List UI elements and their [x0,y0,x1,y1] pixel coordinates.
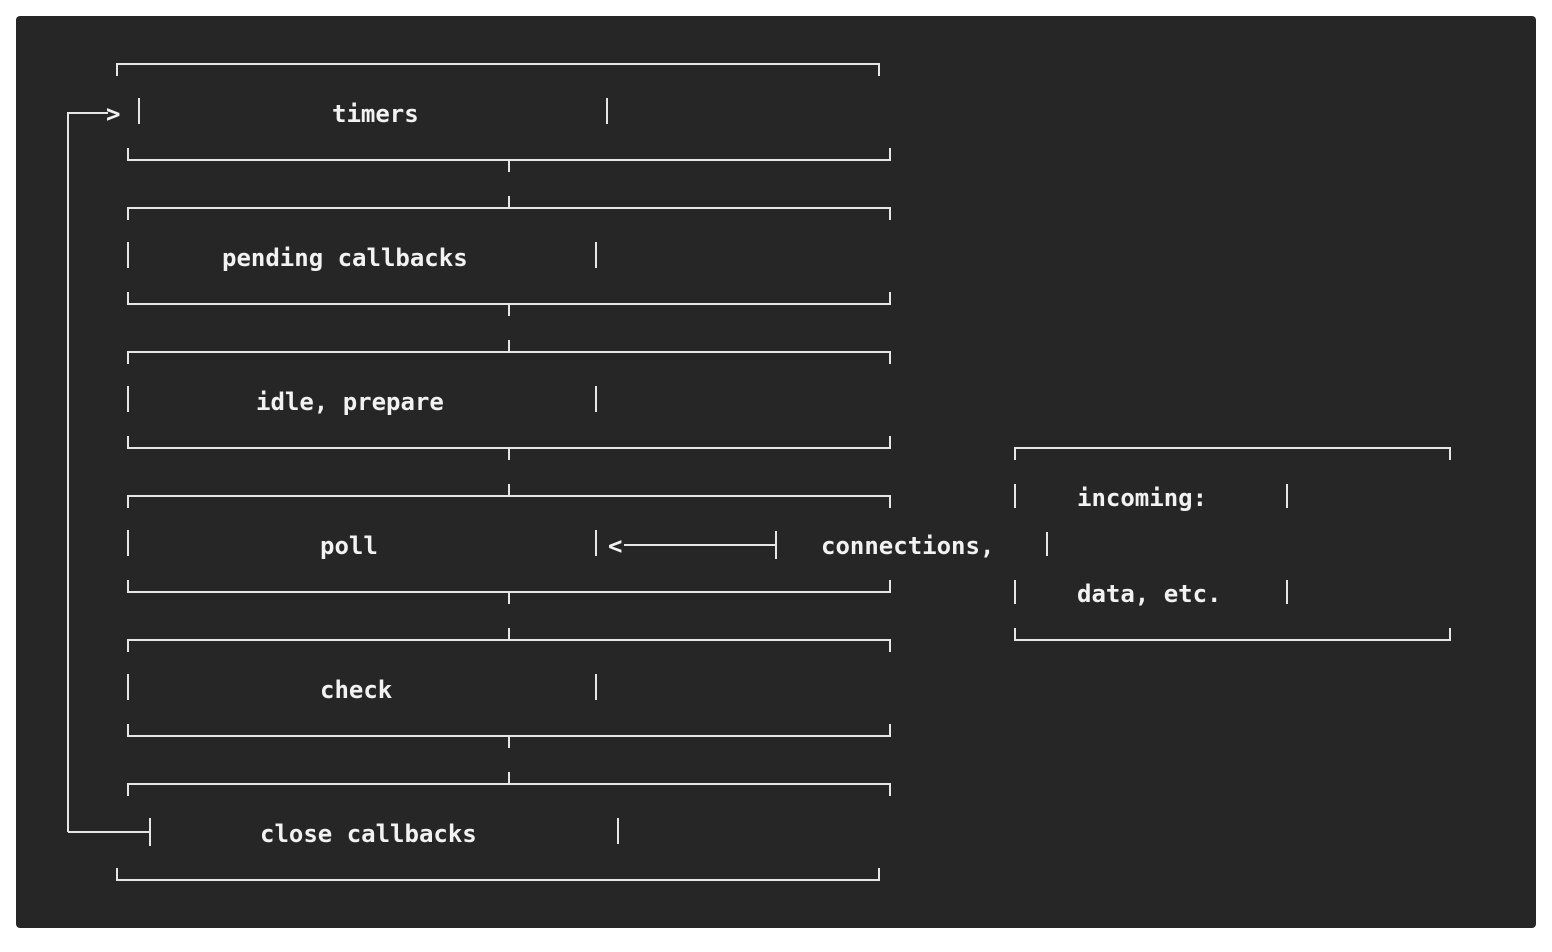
poll-arrowhead-icon: < [608,532,622,560]
phase-label-pending-callbacks: pending callbacks [222,244,468,272]
phase-label-idle-prepare: idle, prepare [256,388,444,416]
loop-arrowhead-icon: > [106,100,120,128]
phase-box-idle-prepare: idle, prepare [127,351,891,449]
phase-label-poll: poll [320,532,378,560]
incoming-arrow: < [608,531,777,560]
phase-label-timers: timers [332,100,419,128]
phase-box-close-callbacks: close callbacks [116,783,891,881]
data-etc-label: data, etc. [1077,580,1222,608]
code-block: timers pending callbacks idle, prepare p… [16,16,1536,928]
incoming-label: incoming: [1077,484,1207,512]
event-loop-diagram: timers pending callbacks idle, prepare p… [67,63,1451,881]
phase-box-pending-callbacks: pending callbacks [127,207,891,305]
connections-label: connections, [821,532,994,560]
phase-label-check: check [320,676,393,704]
loop-back-line: > [67,100,151,846]
incoming-box: incoming: connections, data, etc. [821,447,1451,641]
phase-box-timers: timers [116,63,891,161]
phase-box-check: check [127,639,891,737]
phase-label-close-callbacks: close callbacks [260,820,477,848]
